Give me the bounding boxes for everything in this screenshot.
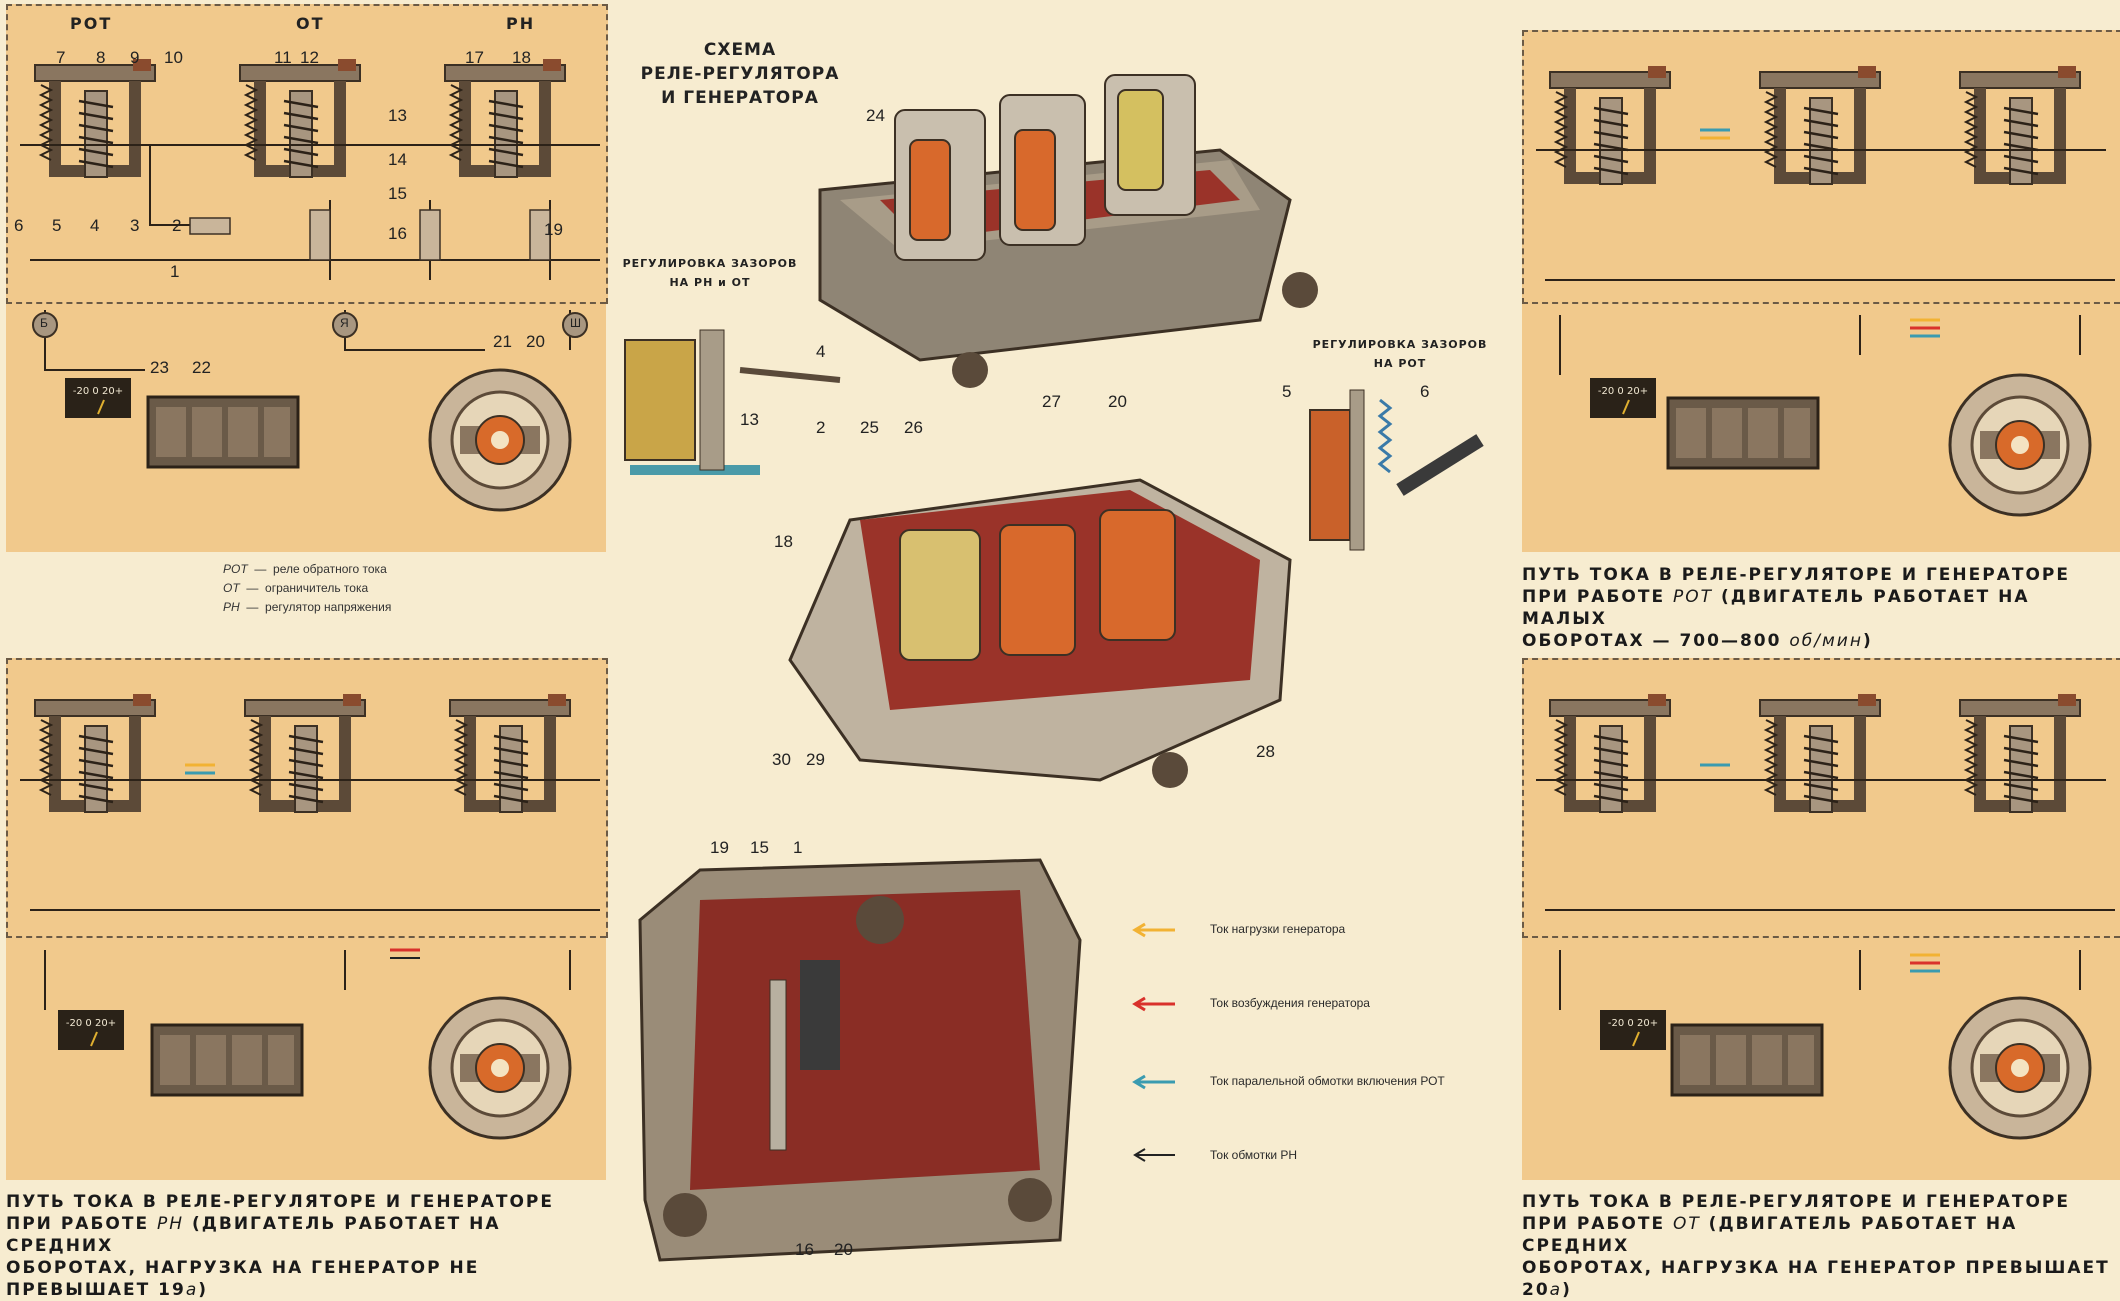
callout-3: 3 xyxy=(130,216,140,235)
abbrev-ot: ОТ — ограничитель тока xyxy=(223,581,369,595)
callout-6: 6 xyxy=(14,216,24,235)
callout-20-c2: 20 xyxy=(834,1240,853,1259)
callout-24: 24 xyxy=(866,106,885,125)
gap-rot-title-1: РЕГУЛИРОВКА ЗАЗОРОВ xyxy=(1312,338,1488,351)
caption-rn-line1: ПУТЬ ТОКА В РЕЛЕ-РЕГУЛЯТОРЕ И ГЕНЕРАТОРЕ xyxy=(6,1192,554,1212)
callout-15: 15 xyxy=(388,184,407,203)
caption-rot: ПУТЬ ТОКА В РЕЛЕ-РЕГУЛЯТОРЕ И ГЕНЕРАТОРЕ… xyxy=(1522,564,2120,652)
callout-11: 11 xyxy=(274,48,292,67)
callout-19: 19 xyxy=(544,220,563,239)
divider xyxy=(1522,936,2120,938)
callout-14: 14 xyxy=(388,150,407,169)
caption-rn: ПУТЬ ТОКА В РЕЛЕ-РЕГУЛЯТОРЕ И ГЕНЕРАТОРЕ… xyxy=(6,1191,606,1301)
callout-12: 12 xyxy=(300,48,319,67)
caption-rot-line1: ПУТЬ ТОКА В РЕЛЕ-РЕГУЛЯТОРЕ И ГЕНЕРАТОРЕ xyxy=(1522,565,2070,585)
callout-21: 21 xyxy=(493,332,512,351)
callout-17: 17 xyxy=(465,48,484,67)
schema-title-3: И ГЕНЕРАТОРА xyxy=(661,88,819,108)
callout-30: 30 xyxy=(772,750,791,769)
divider xyxy=(1522,302,2120,304)
caption-ot-line2: ПРИ РАБОТЕ ОТ (ДВИГАТЕЛЬ РАБОТАЕТ НА СРЕ… xyxy=(1522,1214,2018,1256)
legend-rn: Ток обмотки РН xyxy=(1210,1148,1298,1162)
callout-9: 9 xyxy=(130,48,140,67)
callout-23: 23 xyxy=(150,358,169,377)
callout-22: 22 xyxy=(192,358,211,377)
legend-load: Ток нагрузки генератора xyxy=(1210,922,1346,936)
relay-label-ot: ОТ xyxy=(296,14,325,33)
caption-rot-line3: ОБОРОТАХ — 700—800 об/мин) xyxy=(1522,631,1873,651)
callout-2-c: 2 xyxy=(816,418,826,437)
legend-excitation: Ток возбуждения генератора xyxy=(1210,996,1370,1010)
callout-5-c: 5 xyxy=(1282,382,1292,401)
caption-rn-line3: ОБОРОТАХ, НАГРУЗКА НА ГЕНЕРАТОР НЕ ПРЕВЫ… xyxy=(6,1258,480,1300)
callout-28: 28 xyxy=(1256,742,1275,761)
relay-label-rot: РОТ xyxy=(70,14,113,33)
terminal-b: Б xyxy=(40,316,48,330)
abbrev-rn: РН — регулятор напряжения xyxy=(223,600,392,614)
callout-13-c: 13 xyxy=(740,410,759,429)
callout-1-c: 1 xyxy=(793,838,803,857)
divider xyxy=(6,302,606,304)
callout-13: 13 xyxy=(388,106,407,125)
callout-15-c: 15 xyxy=(750,838,769,857)
legend-parallel-label: Ток паралельной обмотки включения РОТ xyxy=(1210,1074,1445,1088)
gap-rn-ot-title-2: НА РН и ОТ xyxy=(669,276,751,289)
caption-ot-line1: ПУТЬ ТОКА В РЕЛЕ-РЕГУЛЯТОРЕ И ГЕНЕРАТОРЕ xyxy=(1522,1192,2070,1212)
callout-5: 5 xyxy=(52,216,62,235)
callout-26: 26 xyxy=(904,418,923,437)
callout-16: 16 xyxy=(388,224,407,243)
schema-title-1: СХЕМА xyxy=(703,40,777,60)
abbrev-rot: РОТ — реле обратного тока xyxy=(223,562,387,576)
callout-10: 10 xyxy=(164,48,183,67)
callout-20: 20 xyxy=(526,332,545,351)
gap-rot-title-2: НА РОТ xyxy=(1373,357,1427,370)
callout-19-c: 19 xyxy=(710,838,729,857)
callout-4-c: 4 xyxy=(816,342,826,361)
caption-rn-line2: ПРИ РАБОТЕ РН (ДВИГАТЕЛЬ РАБОТАЕТ НА СРЕ… xyxy=(6,1214,501,1256)
callout-2: 2 xyxy=(172,216,182,235)
callout-20-c: 20 xyxy=(1108,392,1127,411)
caption-rot-line2: ПРИ РАБОТЕ РОТ (ДВИГАТЕЛЬ РАБОТАЕТ НА МА… xyxy=(1522,587,2030,629)
schema-title-2: РЕЛЕ-РЕГУЛЯТОРА xyxy=(640,64,840,84)
callout-4: 4 xyxy=(90,216,100,235)
schema-main-drawing xyxy=(20,0,600,512)
callout-25: 25 xyxy=(860,418,879,437)
callout-18-c: 18 xyxy=(774,532,793,551)
callout-18: 18 xyxy=(512,48,531,67)
callout-7: 7 xyxy=(56,48,66,67)
callout-29: 29 xyxy=(806,750,825,769)
callout-6-c: 6 xyxy=(1420,382,1430,401)
terminal-ya: Я xyxy=(340,316,349,330)
callout-16-c: 16 xyxy=(795,1240,814,1259)
callout-8: 8 xyxy=(96,48,106,67)
divider xyxy=(6,936,606,938)
relay-label-rn: РН xyxy=(506,14,536,33)
callout-27: 27 xyxy=(1042,392,1061,411)
terminal-sh: Ш xyxy=(570,316,581,330)
callout-1: 1 xyxy=(170,262,180,281)
legend-parallel: Ток паралельной обмотки включения РОТ xyxy=(1210,1074,1445,1088)
gap-rn-ot-title-1: РЕГУЛИРОВКА ЗАЗОРОВ xyxy=(622,257,798,270)
caption-ot: ПУТЬ ТОКА В РЕЛЕ-РЕГУЛЯТОРЕ И ГЕНЕРАТОРЕ… xyxy=(1522,1191,2120,1301)
caption-ot-line3: ОБОРОТАХ, НАГРУЗКА НА ГЕНЕРАТОР ПРЕВЫШАЕ… xyxy=(1522,1258,2110,1300)
